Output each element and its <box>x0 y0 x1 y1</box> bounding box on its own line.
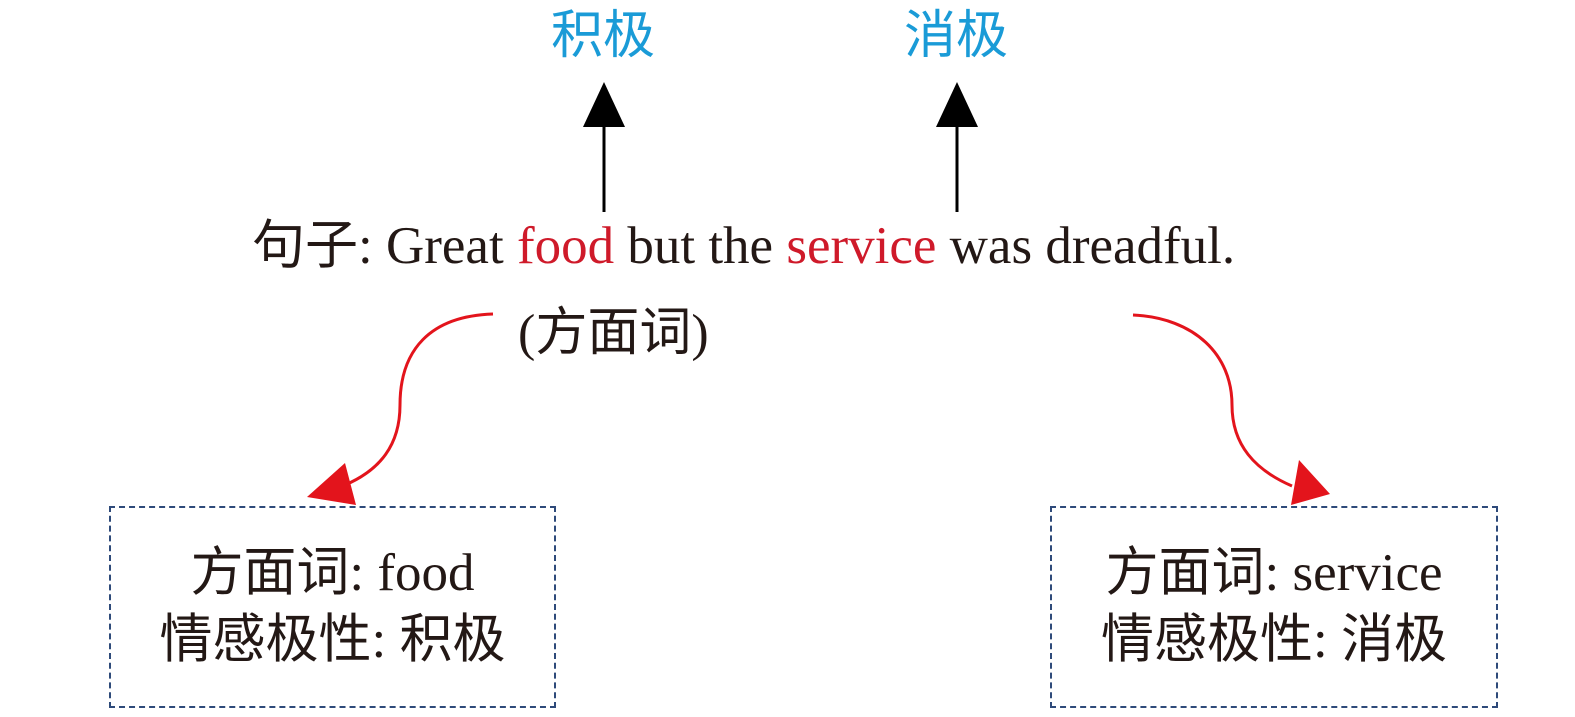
polarity-label-negative: 消极 <box>904 6 1009 66</box>
result-box-left: 方面词: food 情感极性: 积极 <box>109 506 556 708</box>
sentence-suffix: was dreadful. <box>936 217 1236 275</box>
result-left-aspect: 方面词: food <box>190 544 475 603</box>
aspect-term-note: (方面词) <box>518 305 709 362</box>
example-sentence: 句子: Great food but the service was dread… <box>252 220 1235 273</box>
arrow-up-positive <box>583 82 625 212</box>
result-box-right: 方面词: service 情感极性: 消极 <box>1050 506 1498 708</box>
aspect-term-service: service <box>786 217 937 275</box>
result-left-polarity: 情感极性: 积极 <box>159 611 506 669</box>
result-right-polarity: 情感极性: 消极 <box>1101 611 1447 669</box>
arrow-curve-left <box>307 312 494 505</box>
sentence-prefix: 句子: Great <box>252 217 517 275</box>
polarity-label-positive: 积极 <box>551 6 656 66</box>
result-right-aspect: 方面词: service <box>1105 544 1443 603</box>
aspect-term-food: food <box>516 217 615 275</box>
sentence-middle: but the <box>614 217 787 275</box>
arrow-up-negative <box>936 82 978 212</box>
arrow-curve-right <box>1132 313 1330 505</box>
